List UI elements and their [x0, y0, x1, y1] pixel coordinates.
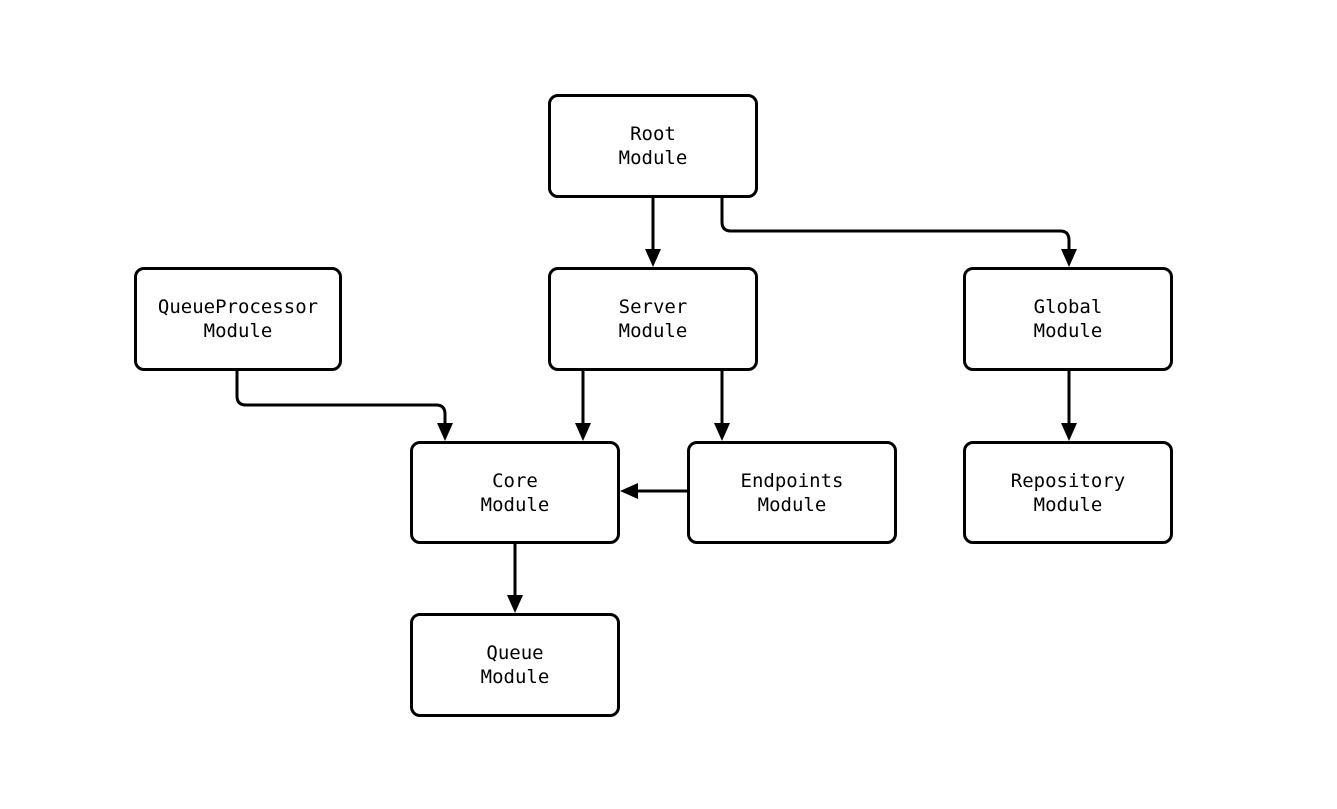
node-label: Global Module [1033, 296, 1103, 342]
node-endpoints-module[interactable]: Endpoints Module [687, 441, 897, 544]
node-server-module[interactable]: Server Module [548, 267, 758, 371]
node-global-module[interactable]: Global Module [963, 267, 1173, 371]
node-label: Core Module [480, 469, 550, 516]
node-queue-module[interactable]: Queue Module [410, 613, 620, 717]
node-core-module[interactable]: Core Module [410, 441, 620, 544]
node-repository-module[interactable]: Repository Module [963, 441, 1173, 544]
arrowhead-root-to-global [1061, 249, 1077, 267]
arrowhead-server-to-endpoints [714, 423, 730, 441]
edge-root-to-global [720, 198, 1071, 259]
node-label: Repository Module [1010, 469, 1126, 516]
arrowhead-queueprocessor-to-core [437, 423, 453, 441]
arrowhead-endpoints-to-core [620, 483, 638, 499]
node-label: Endpoints Module [740, 469, 844, 516]
node-root-module[interactable]: Root Module [548, 94, 758, 198]
arrowhead-root-to-server [645, 249, 661, 267]
edge-queueprocessor-to-core [235, 371, 447, 433]
node-label: Server Module [618, 296, 688, 342]
node-label: Queue Module [480, 642, 550, 688]
arrowhead-core-to-queue [507, 595, 523, 613]
node-label: QueueProcessor Module [157, 296, 319, 342]
arrowhead-global-to-repository [1061, 423, 1077, 441]
node-label: Root Module [618, 123, 688, 169]
arrowhead-server-to-core [575, 423, 591, 441]
node-queueprocessor-module[interactable]: QueueProcessor Module [134, 267, 342, 371]
